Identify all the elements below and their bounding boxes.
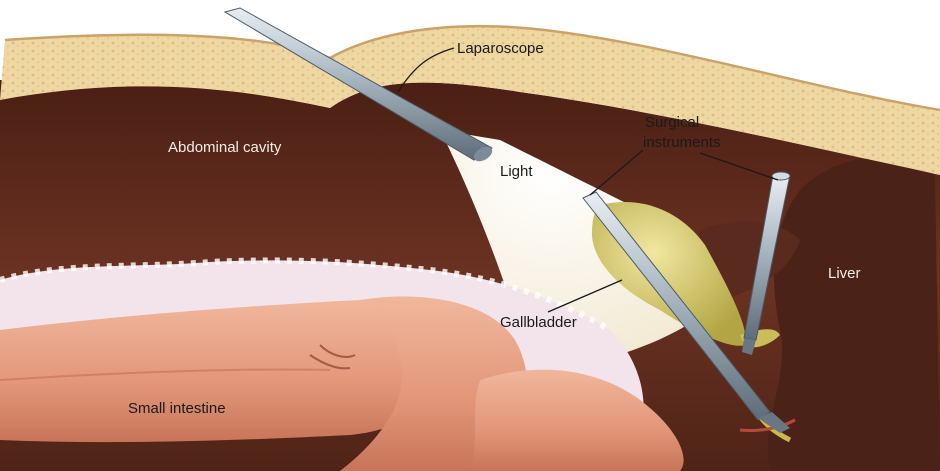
label-liver: Liver: [828, 265, 861, 282]
label-laparoscope: Laparoscope: [457, 40, 544, 57]
label-gallbladder: Gallbladder: [500, 314, 577, 331]
liver-organ: [768, 158, 940, 471]
label-surgical-instruments-line2: instruments: [643, 134, 721, 151]
label-small-intestine: Small intestine: [128, 400, 226, 417]
label-light: Light: [500, 163, 533, 180]
label-abdominal-cavity: Abdominal cavity: [168, 139, 282, 156]
label-surgical-instruments-line1: Surgical: [645, 114, 699, 131]
